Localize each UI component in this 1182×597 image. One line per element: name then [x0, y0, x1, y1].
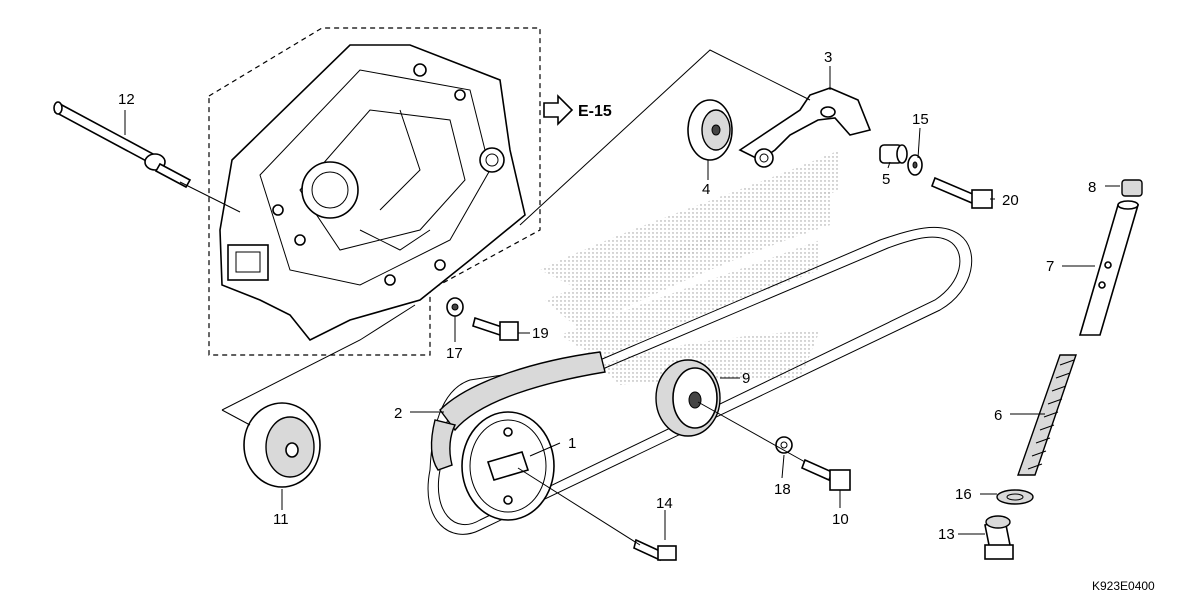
spring-6 [1017, 354, 1077, 476]
callout-9: 9 [742, 370, 750, 387]
roller-4 [687, 99, 733, 161]
sprocket-11 [243, 402, 321, 488]
callout-7: 7 [1046, 258, 1054, 275]
leader-12b [179, 181, 241, 213]
reference-arrow [543, 94, 574, 126]
tensioner-tube-7 [1078, 200, 1140, 336]
callout-18: 18 [774, 481, 791, 498]
collar-5 [879, 144, 908, 164]
leader-14b [517, 467, 641, 546]
wing-logo-watermark [540, 150, 840, 385]
callout-20: 20 [1002, 192, 1019, 209]
callout-19: 19 [532, 325, 549, 342]
callout-1: 1 [568, 435, 576, 452]
washer-17 [446, 297, 464, 317]
cap-8 [1121, 179, 1143, 197]
callout-10: 10 [832, 511, 849, 528]
reference-label: E-15 [578, 103, 612, 120]
crankcase [219, 44, 526, 342]
bolt-20 [930, 176, 993, 209]
callout-17: 17 [446, 345, 463, 362]
callout-15: 15 [912, 111, 929, 128]
leader-lines [124, 66, 1120, 540]
stud-bolt-12 [53, 101, 192, 189]
callout-6: 6 [994, 407, 1002, 424]
sealing-bolt-13 [984, 515, 1014, 560]
leader-10b [697, 401, 806, 463]
callout-5: 5 [882, 171, 890, 188]
crankcase-outline [208, 27, 541, 356]
bolt-19 [472, 316, 519, 341]
bolt-10 [800, 458, 851, 491]
callout-8: 8 [1088, 179, 1096, 196]
callout-16: 16 [955, 486, 972, 503]
callout-2: 2 [394, 405, 402, 422]
tensioner-roller-9 [655, 359, 721, 437]
washer-16 [996, 489, 1034, 505]
washer-18 [775, 436, 793, 454]
leader-11-bracket [221, 304, 416, 411]
callout-11: 11 [273, 511, 289, 528]
callout-4: 4 [702, 181, 710, 198]
leader-3-bracket [519, 49, 811, 226]
callout-14: 14 [656, 495, 673, 512]
cam-sprocket-1 [461, 411, 555, 521]
tensioner-arm-3 [738, 87, 872, 168]
callout-3: 3 [824, 49, 832, 66]
roller-chain-2 [430, 351, 606, 471]
callout-13: 13 [938, 526, 955, 543]
washer-15 [907, 154, 923, 176]
leader-11-bracket-b [221, 409, 251, 426]
bolt-14 [633, 538, 677, 562]
diagram-code: K923E0400 [1092, 579, 1155, 593]
callout-12: 12 [118, 91, 135, 108]
